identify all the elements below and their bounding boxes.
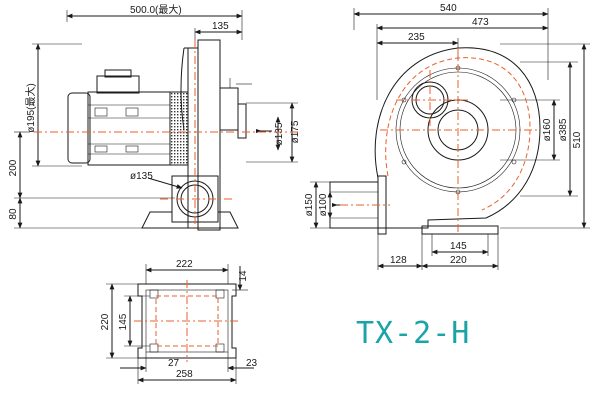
front-view: 540 473 235 510 ø385 ø160 <box>304 3 590 270</box>
dim-base-258: 258 <box>176 369 193 380</box>
base-view: 222 14 220 145 27 23 258 <box>100 259 258 384</box>
dim-width-473: 473 <box>472 17 489 28</box>
dim-width-235: 235 <box>408 32 425 43</box>
dim-width-540: 540 <box>440 3 457 14</box>
dim-base-height-220: 220 <box>100 313 111 330</box>
dim-motor-diameter: ø195(最大) <box>24 83 37 132</box>
dim-total-length: 500.0(最大) <box>130 3 182 16</box>
dim-dia-385: ø385 <box>558 118 569 141</box>
dim-inlet-small: ø135 <box>274 122 285 145</box>
dim-height-80: 80 <box>8 208 19 220</box>
dim-dia-160: ø160 <box>542 118 553 141</box>
dim-base-width-222: 222 <box>176 259 193 270</box>
dim-outlet-diameter: ø135 <box>130 171 153 182</box>
dim-outlet-100: ø100 <box>318 193 329 216</box>
dim-height-510: 510 <box>572 131 583 148</box>
dim-base-145: 145 <box>450 241 467 252</box>
dim-base-220: 220 <box>450 255 467 266</box>
dim-outlet-offset: 135 <box>212 21 229 32</box>
model-label: TX-2-H <box>356 316 470 351</box>
dim-height-200: 200 <box>8 159 19 176</box>
dim-base-23: 23 <box>246 358 258 369</box>
side-view: 500.0(最大) 135 ø195(最大) 200 80 <box>8 3 301 231</box>
dim-base-27: 27 <box>168 358 180 369</box>
dim-outlet-150: ø150 <box>304 193 315 216</box>
dim-base-height-145: 145 <box>118 313 129 330</box>
dim-base-128: 128 <box>390 255 407 266</box>
dim-base-14: 14 <box>238 270 249 282</box>
